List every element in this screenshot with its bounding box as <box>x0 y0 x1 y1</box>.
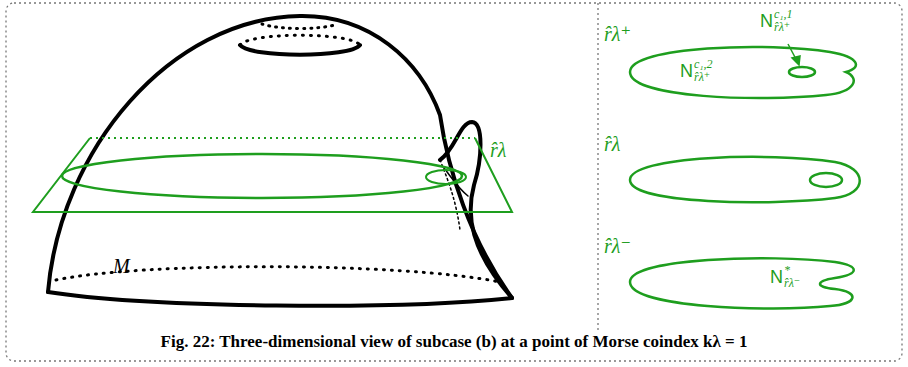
subscript: r̂λ⁺ <box>694 71 713 84</box>
superscript: c₁,2 <box>694 58 713 71</box>
level-label: r̂λ⁺ <box>604 24 631 44</box>
surface-label: M <box>113 256 130 276</box>
superscript: c₁,1 <box>774 8 793 21</box>
superscript: * <box>784 264 800 277</box>
component-symbol: N <box>770 268 783 286</box>
index-stack: c₁,2r̂λ⁺ <box>694 58 713 83</box>
figure-caption: Fig. 22: Three-dimensional view of subca… <box>20 332 888 352</box>
level-label: r̂λ <box>604 134 620 154</box>
plane-label: r̂λ <box>490 140 506 160</box>
index-stack: *r̂λ⁻ <box>784 264 800 289</box>
component-label: Nc₁,1r̂λ⁺ <box>760 8 793 33</box>
component-label: N*r̂λ⁻ <box>770 264 800 289</box>
component-label: Nc₁,2r̂λ⁺ <box>680 58 713 83</box>
component-symbol: N <box>680 62 693 80</box>
component-symbol: N <box>760 12 773 30</box>
index-stack: c₁,1r̂λ⁺ <box>774 8 793 33</box>
level-label: r̂λ⁻ <box>604 236 631 256</box>
subscript: r̂λ⁻ <box>784 277 800 290</box>
subscript: r̂λ⁺ <box>774 21 793 34</box>
